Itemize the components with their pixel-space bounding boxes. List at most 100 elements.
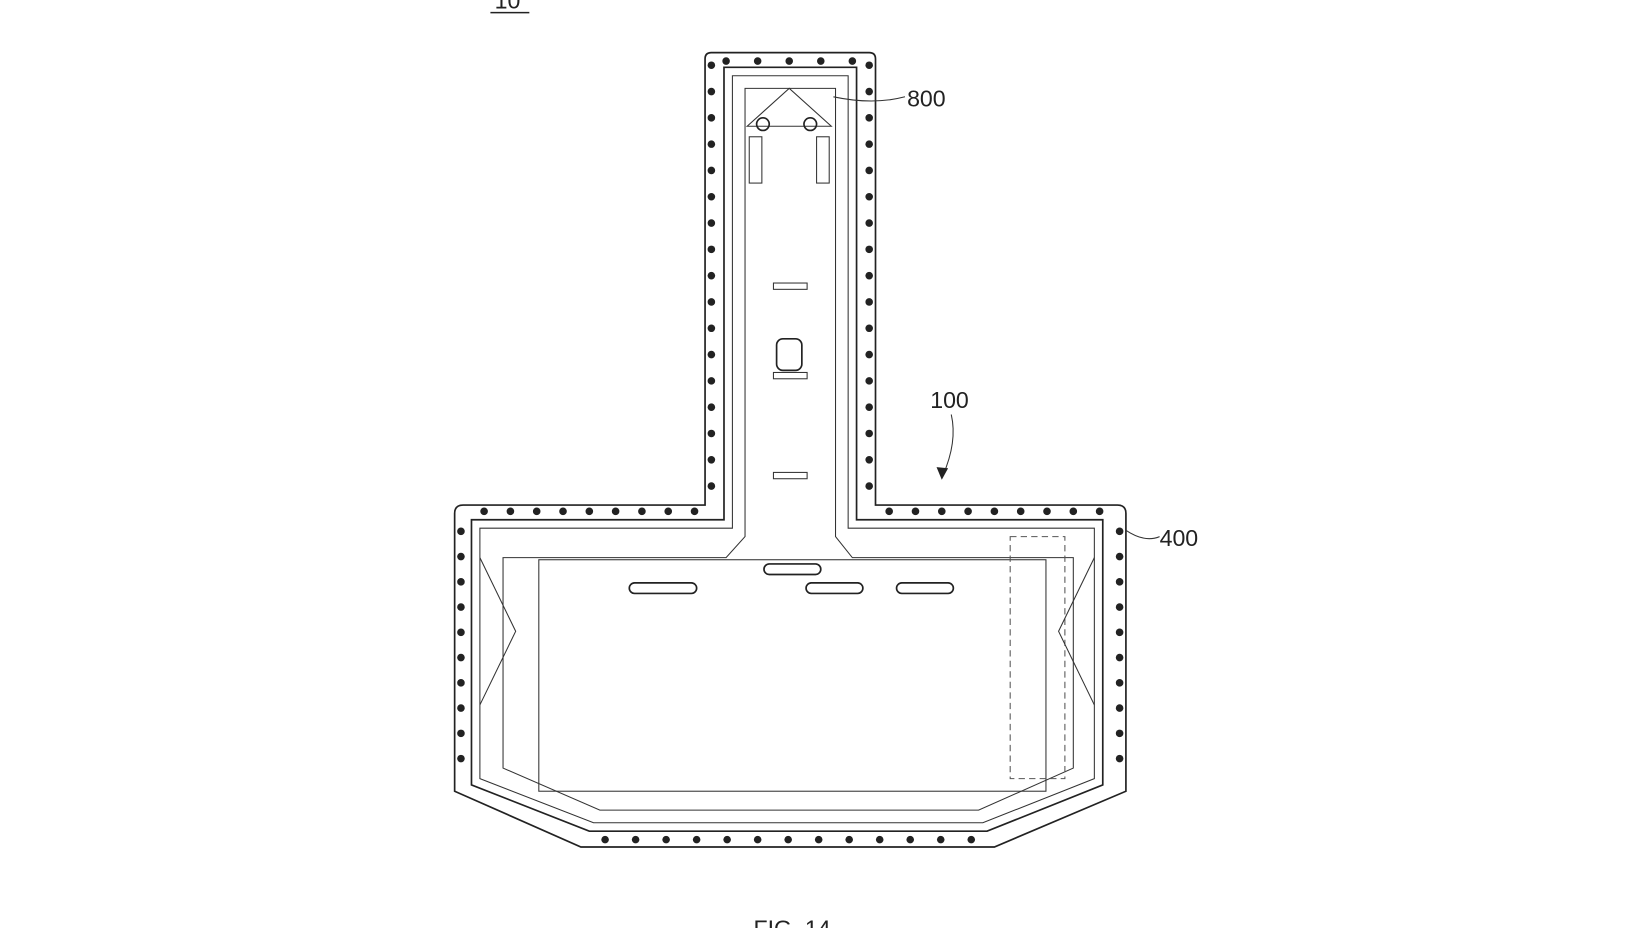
bolt-icon bbox=[845, 835, 853, 844]
bolt-icon bbox=[865, 61, 873, 70]
bolt-icon bbox=[707, 482, 716, 490]
bolt-icon bbox=[865, 219, 873, 227]
bolt-icon bbox=[865, 192, 873, 201]
bolt-icon bbox=[707, 403, 716, 411]
label-800: 800 bbox=[907, 85, 946, 111]
bolt-icon bbox=[631, 835, 640, 844]
bolt-icon bbox=[938, 507, 946, 516]
bolt-icon bbox=[1115, 603, 1124, 611]
bolt-icon bbox=[707, 456, 716, 464]
bolt-icon bbox=[723, 835, 731, 844]
bolt-icon bbox=[911, 507, 920, 516]
bolt-icon bbox=[936, 835, 945, 844]
bolt-icon bbox=[1069, 507, 1078, 516]
bolt-icon bbox=[784, 835, 792, 844]
bolt-icon bbox=[457, 679, 465, 687]
bolt-icon bbox=[707, 87, 716, 96]
reference-100: 100 bbox=[930, 387, 969, 480]
bolt-icon bbox=[457, 628, 465, 637]
reference-800: 800 bbox=[833, 85, 946, 111]
bolt-icon bbox=[865, 245, 873, 254]
side-braces bbox=[479, 557, 1095, 706]
bolt-icon bbox=[865, 403, 873, 411]
bolt-icon bbox=[1043, 507, 1051, 516]
bolt-icon bbox=[990, 507, 999, 516]
bolt-icon bbox=[1115, 527, 1124, 536]
bolt-icon bbox=[753, 835, 762, 844]
label-100: 100 bbox=[930, 387, 969, 413]
bolt-icon bbox=[457, 754, 465, 763]
bolt-icon bbox=[457, 527, 465, 536]
cell-compartment bbox=[538, 559, 1047, 792]
leader-line-800 bbox=[833, 96, 906, 102]
bolt-icon bbox=[1115, 729, 1124, 738]
bolt-icon bbox=[785, 57, 794, 65]
seal-line-outer bbox=[470, 66, 1104, 833]
bolt-icon bbox=[753, 57, 762, 65]
assembly-label: 10 bbox=[495, 0, 521, 13]
bolt-icon bbox=[865, 298, 873, 306]
bolt-icon bbox=[964, 507, 972, 516]
bolt-icon bbox=[875, 835, 884, 844]
bolt-icon bbox=[865, 166, 873, 175]
bolt-icon bbox=[707, 219, 716, 227]
bolt-icon bbox=[559, 507, 567, 516]
hose-left bbox=[748, 136, 763, 184]
bolt-icon bbox=[865, 271, 873, 280]
leader-line-400 bbox=[1125, 529, 1160, 540]
bolt-icon bbox=[707, 271, 716, 280]
bolt-icon bbox=[1115, 653, 1124, 662]
center-connector bbox=[775, 337, 803, 372]
bolt-icon bbox=[707, 192, 716, 201]
bolt-icon bbox=[1016, 507, 1025, 516]
bolt-icon bbox=[865, 140, 873, 148]
bolt-icon bbox=[1115, 704, 1124, 712]
bracket-1 bbox=[772, 282, 808, 290]
bolt-icon bbox=[662, 835, 670, 844]
seal-line-inner bbox=[479, 75, 1095, 824]
bolt-icon bbox=[707, 140, 716, 148]
bolt-icon bbox=[601, 835, 609, 844]
bracket-2 bbox=[772, 371, 808, 380]
busbar-3 bbox=[805, 582, 864, 595]
bolt-icon bbox=[692, 835, 701, 844]
bolt-icon bbox=[865, 350, 873, 359]
busbar-1 bbox=[628, 582, 698, 595]
bolt-icon bbox=[865, 114, 873, 122]
bolt-icon bbox=[1115, 552, 1124, 561]
bolt-icon bbox=[865, 456, 873, 464]
bolt-icon bbox=[707, 377, 716, 385]
bolt-icon bbox=[457, 653, 465, 662]
bolt-icon bbox=[865, 482, 873, 490]
hose-right bbox=[816, 136, 830, 184]
bolt-icon bbox=[457, 603, 465, 611]
bolt-icon bbox=[865, 87, 873, 96]
bolt-icon bbox=[885, 507, 893, 516]
bolt-icon bbox=[457, 552, 465, 561]
bolt-icon bbox=[865, 377, 873, 385]
assembly-label-group: 10 bbox=[490, 0, 530, 13]
outer-flange-outline bbox=[453, 51, 1127, 848]
bolt-holes bbox=[457, 57, 1124, 844]
bolt-icon bbox=[690, 507, 699, 516]
bolt-icon bbox=[707, 61, 716, 70]
bolt-icon bbox=[457, 729, 465, 738]
bolt-icon bbox=[1115, 628, 1124, 637]
arrow-head-icon bbox=[936, 467, 949, 480]
bolt-icon bbox=[1115, 578, 1124, 586]
bolt-icon bbox=[906, 835, 915, 844]
bolt-icon bbox=[638, 507, 646, 516]
bolt-icon bbox=[707, 245, 716, 254]
bolt-icon bbox=[1095, 507, 1104, 516]
figure-caption: FIG. 14 bbox=[753, 915, 830, 928]
leader-line-100 bbox=[942, 414, 954, 476]
bolt-icon bbox=[1115, 754, 1124, 763]
label-400: 400 bbox=[1160, 525, 1199, 551]
bolt-icon bbox=[722, 57, 730, 65]
bolt-icon bbox=[848, 57, 857, 65]
bolt-icon bbox=[611, 507, 620, 516]
bolt-icon bbox=[457, 704, 465, 712]
bolt-icon bbox=[707, 350, 716, 359]
reference-400: 400 bbox=[1125, 525, 1199, 551]
bolt-icon bbox=[707, 166, 716, 175]
